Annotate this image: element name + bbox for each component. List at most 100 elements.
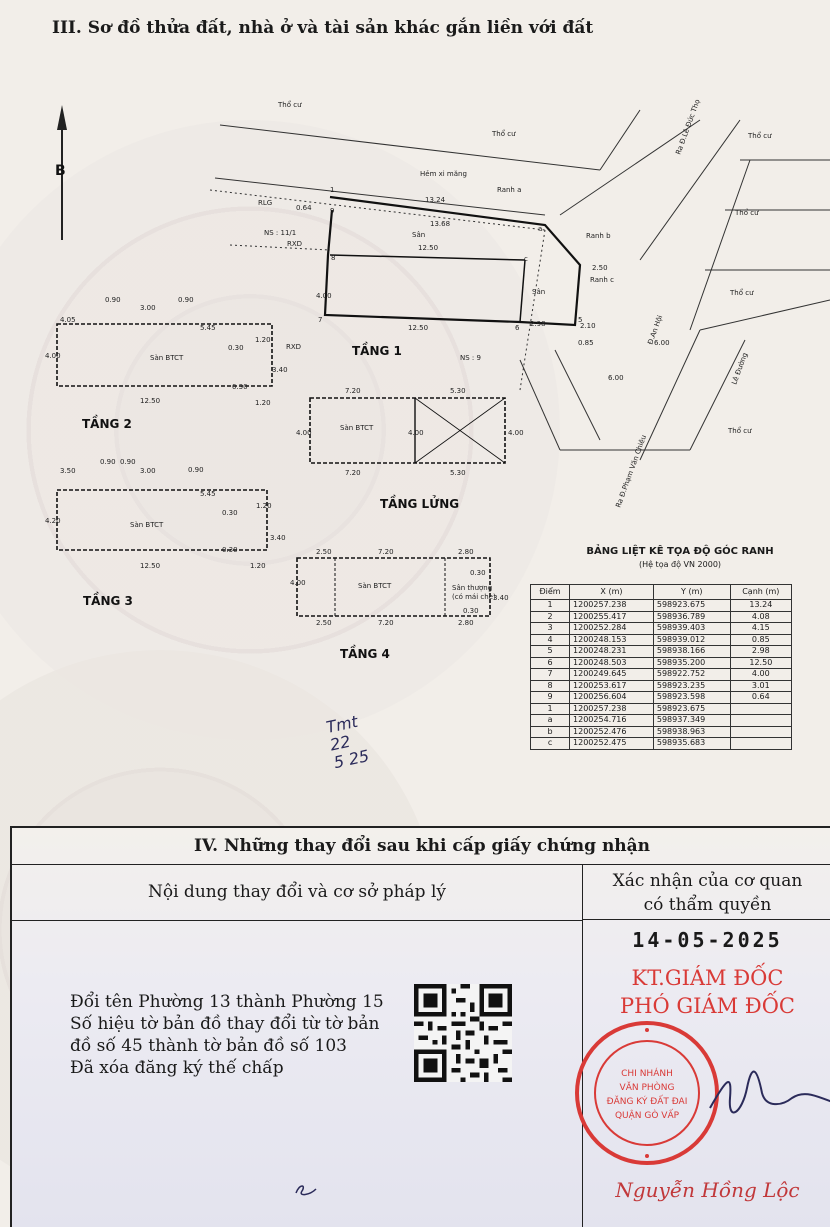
svg-text:4.00: 4.00 [508, 429, 524, 437]
svg-text:7.20: 7.20 [345, 387, 361, 395]
floor4-san-thuong: Sân thượng [452, 584, 492, 592]
svg-text:12.50: 12.50 [408, 324, 428, 332]
coord-header-point: Điểm [529, 584, 571, 600]
coord-header-x: X (m) [569, 584, 654, 600]
svg-text:0.85: 0.85 [578, 339, 594, 347]
svg-text:0.30: 0.30 [232, 383, 248, 391]
confirmation-date: 14-05-2025 [632, 928, 783, 952]
tang3-label: TẦNG 3 [83, 591, 133, 608]
tang-lung-label: TẦNG LỬNG [380, 494, 459, 511]
floor4-san-btct: Sàn BTCT [358, 582, 392, 590]
tho-cu-label-1: Thổ cư [277, 100, 302, 109]
svg-text:c: c [524, 255, 528, 263]
svg-text:0.30: 0.30 [470, 569, 486, 577]
svg-text:2.80: 2.80 [458, 548, 474, 556]
road-le-duc-tho: Ra Đ.Lê Đức Thọ [674, 98, 701, 155]
svg-text:1.20: 1.20 [256, 502, 272, 510]
ranh-a-label: Ranh a [497, 186, 521, 194]
svg-text:12.50: 12.50 [140, 397, 160, 405]
change-line-1: Đổi tên Phường 13 thành Phường 15 [70, 992, 384, 1012]
svg-text:13.24: 13.24 [425, 196, 446, 204]
official-seal-icon: CHI NHÁNH VĂN PHÒNG ĐĂNG KÝ ĐẤT ĐAI QUẬN… [575, 1021, 719, 1165]
ranh-c-label: Ranh c [590, 276, 614, 284]
road-le-duong: Lê Đường [730, 352, 749, 386]
svg-text:2.50: 2.50 [592, 264, 608, 272]
san-label-1: Sân [412, 231, 425, 239]
svg-text:2.50: 2.50 [316, 619, 332, 627]
lot-outline [209, 189, 582, 391]
svg-text:3.50: 3.50 [60, 467, 76, 475]
ns-9-label: NS : 9 [460, 354, 481, 362]
svg-text:0.30: 0.30 [228, 344, 244, 352]
svg-text:7.20: 7.20 [378, 619, 394, 627]
svg-text:4.00: 4.00 [45, 352, 61, 360]
svg-text:1.20: 1.20 [255, 336, 271, 344]
section3-title: III. Sơ đồ thửa đất, nhà ở và tài sản kh… [52, 18, 594, 38]
svg-text:2.10: 2.10 [580, 322, 596, 330]
svg-text:4.20: 4.20 [45, 517, 61, 525]
column-header-confirmation: Xác nhận của cơ quan có thẩm quyền [583, 865, 830, 920]
qr-code-icon [414, 984, 512, 1082]
svg-text:4.00: 4.00 [316, 292, 332, 300]
svg-text:3.00: 3.00 [140, 467, 156, 475]
section4-title: IV. Những thay đổi sau khi cấp giấy chứn… [12, 828, 830, 865]
svg-text:0.30: 0.30 [222, 509, 238, 517]
svg-text:a: a [538, 225, 542, 233]
signature-icon [709, 1070, 830, 1114]
svg-text:3.40: 3.40 [272, 366, 288, 374]
svg-text:0.90: 0.90 [178, 296, 194, 304]
svg-text:7.20: 7.20 [378, 548, 394, 556]
land-plot-diagram: B [0, 60, 830, 760]
svg-text:5.45: 5.45 [200, 324, 216, 332]
tang4-label: TẦNG 4 [340, 644, 390, 661]
coord-header-edge: Cạnh (m) [729, 584, 793, 600]
svg-text:4.00: 4.00 [290, 579, 306, 587]
svg-text:0.90: 0.90 [120, 458, 136, 466]
svg-text:12.50: 12.50 [418, 244, 438, 252]
change-line-3: đồ số 45 thành tờ bản đồ số 103 [70, 1036, 347, 1056]
svg-text:6: 6 [515, 324, 520, 332]
floor3-san-btct: Sàn BTCT [130, 521, 164, 529]
plot-svg: B [45, 98, 830, 661]
svg-text:ĐĂNG KÝ ĐẤT ĐAI: ĐĂNG KÝ ĐẤT ĐAI [607, 1095, 688, 1107]
svg-text:QUẬN GÒ VẤP: QUẬN GÒ VẤP [615, 1109, 680, 1121]
change-line-2: Số hiệu tờ bản đồ thay đổi từ tờ bản [70, 1014, 380, 1034]
svg-text:0.90: 0.90 [100, 458, 116, 466]
svg-text:0.90: 0.90 [105, 296, 121, 304]
section4-changes: IV. Những thay đổi sau khi cấp giấy chứn… [10, 826, 830, 1227]
svg-text:3.00: 3.00 [140, 304, 156, 312]
svg-text:2.98: 2.98 [530, 320, 546, 328]
svg-text:7.20: 7.20 [345, 469, 361, 477]
svg-text:0.30: 0.30 [463, 607, 479, 615]
tang1-label: TẦNG 1 [352, 341, 402, 358]
lot-dimensions: 13.24 13.68 12.50 12.50 0.64 4.00 2.98 2… [296, 186, 670, 382]
pen-mark-icon [295, 1185, 317, 1196]
svg-text:6.00: 6.00 [654, 339, 670, 347]
svg-text:6.00: 6.00 [608, 374, 624, 382]
svg-text:5.45: 5.45 [200, 490, 216, 498]
svg-text:0.30: 0.30 [222, 546, 238, 554]
background-watermark [0, 120, 560, 740]
road-pham-van-chieu: Ra Đ.Phạm Văn Chiêu [614, 434, 648, 509]
floor4-co-mai-che: (có mái che) [452, 593, 496, 601]
ranh-b-label: Ranh b [586, 232, 611, 240]
svg-text:2.80: 2.80 [458, 619, 474, 627]
rxd-label-1: RXD [287, 240, 302, 248]
authority-title: KT.GIÁM ĐỐC PHÓ GIÁM ĐỐC [620, 966, 795, 1018]
svg-text:CHI NHÁNH: CHI NHÁNH [621, 1067, 673, 1079]
floor2-plan: Sàn BTCT 0.903.000.90 4.055.45 0.301.20 … [45, 296, 288, 407]
svg-text:3.40: 3.40 [270, 534, 286, 542]
svg-text:1.20: 1.20 [250, 562, 266, 570]
svg-text:1: 1 [330, 186, 334, 194]
svg-text:B: B [55, 163, 66, 179]
